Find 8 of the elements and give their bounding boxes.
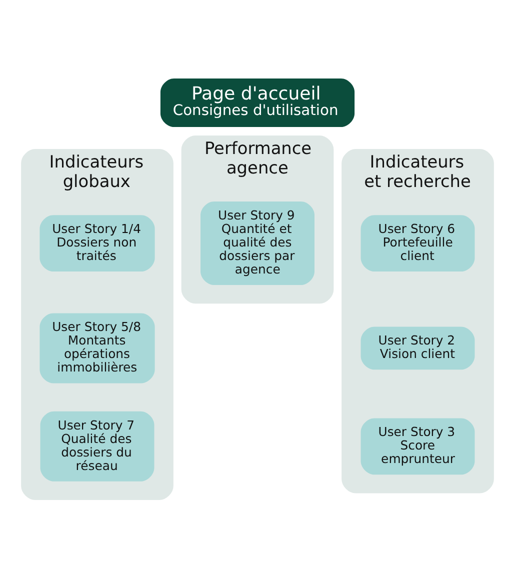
node-box: User Story 2 Vision client — [360, 326, 475, 370]
node-box: User Story 9 Quantité et qualité des dossiers par agence — [200, 202, 314, 286]
node-box: User Story 6 Portefeuille client — [360, 215, 475, 272]
node-box: Page d'accueil Consignes d'utilisation — [160, 78, 355, 128]
node-box: User Story 1/4 Dossiers non traités — [40, 215, 155, 272]
node-box: User Story 3 Score emprunteur — [360, 418, 475, 475]
node-box: User Story 7 Qualité des dossiers du réseau — [40, 411, 154, 482]
node-box: User Story 5/8 Montants opérations immobilières — [40, 313, 155, 384]
